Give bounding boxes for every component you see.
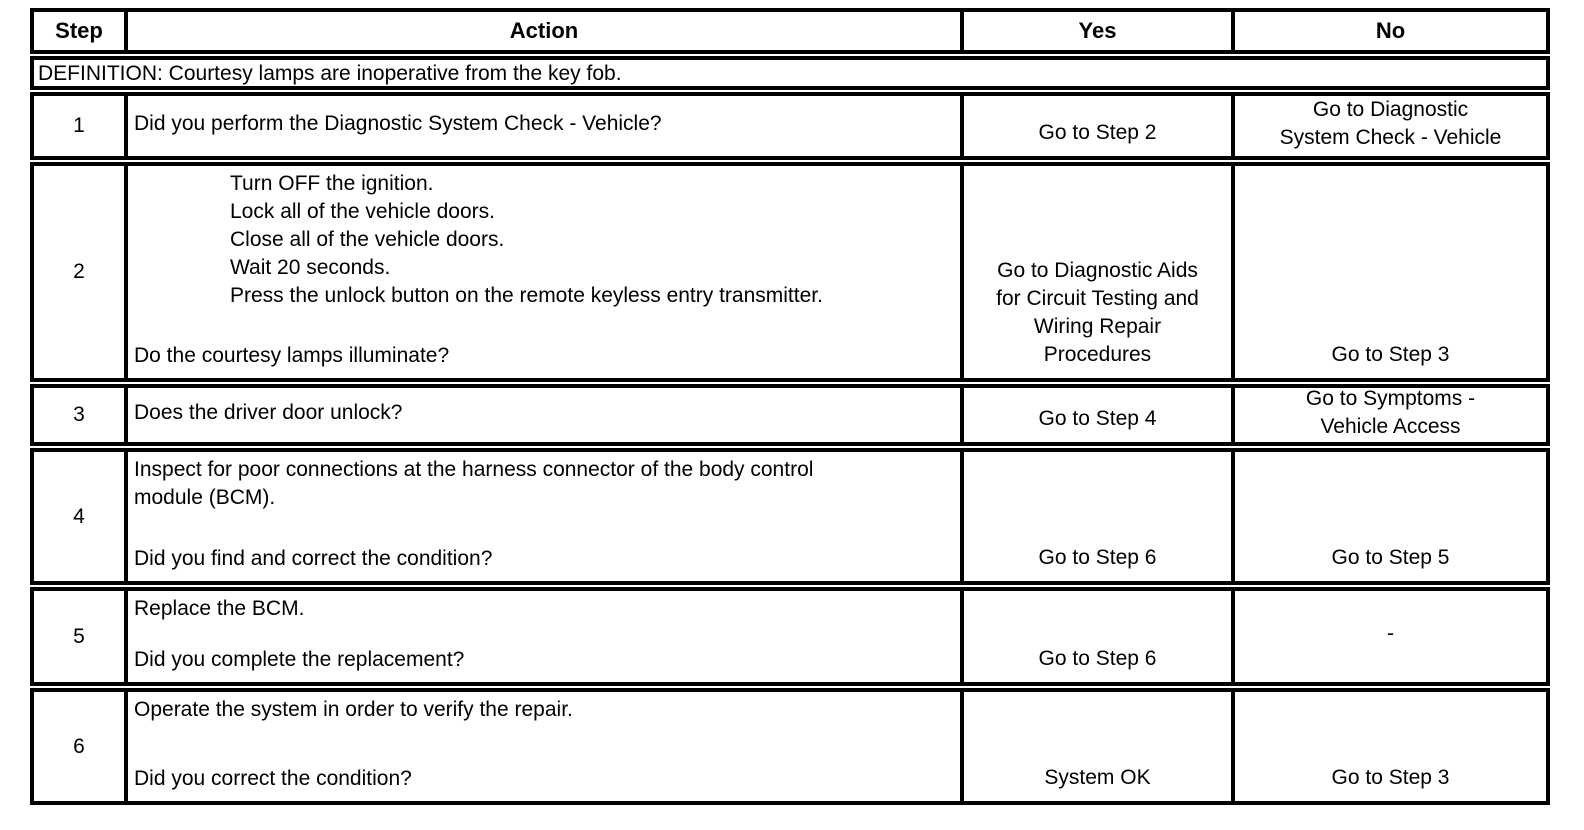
step-number: 4 xyxy=(34,452,128,581)
instruction-line: Lock all of the vehicle doors. xyxy=(230,200,495,223)
instruction-line: Inspect for poor connections at the harn… xyxy=(134,458,814,481)
action-cell: Turn OFF the ignition. Lock all of the v… xyxy=(128,166,964,378)
no-cell-line: System Check - Vehicle xyxy=(1279,125,1502,149)
action-cell: Inspect for poor connections at the harn… xyxy=(128,452,964,581)
action-question: Did you find and correct the condition? xyxy=(134,547,493,570)
yes-cell: System OK xyxy=(964,692,1235,801)
no-cell: Go to Step 3 xyxy=(1235,166,1546,378)
step-number: 5 xyxy=(34,591,128,682)
step-number: 2 xyxy=(34,166,128,378)
action-cell: Does the driver door unlock? xyxy=(128,388,964,442)
step-number: 3 xyxy=(34,388,128,442)
action-question: Did you perform the Diagnostic System Ch… xyxy=(134,112,662,135)
step-row-3: 3 Does the driver door unlock? Go to Ste… xyxy=(30,384,1550,446)
instruction-line: Close all of the vehicle doors. xyxy=(230,228,505,251)
action-question: Did you correct the condition? xyxy=(134,767,412,790)
diagnostic-table: Step Action Yes No DEFINITION: Courtesy … xyxy=(30,8,1550,807)
instruction-line: Press the unlock button on the remote ke… xyxy=(230,284,823,307)
no-cell-line: Vehicle Access xyxy=(1320,414,1461,438)
no-cell-line: Go to Step 3 xyxy=(1331,343,1450,366)
instruction-list: Turn OFF the ignition. Lock all of the v… xyxy=(134,170,954,310)
no-cell-line: - xyxy=(1387,622,1394,645)
no-cell: Go to Step 5 xyxy=(1235,452,1546,581)
step-number: 1 xyxy=(34,96,128,156)
yes-cell: Go to Step 2 xyxy=(964,96,1235,156)
column-header-step: Step xyxy=(34,12,128,50)
no-cell-line: Go to Step 3 xyxy=(1331,766,1450,789)
instruction-line: Turn OFF the ignition. xyxy=(230,172,434,195)
no-cell-line: Go to Step 5 xyxy=(1331,546,1450,569)
action-cell: Operate the system in order to verify th… xyxy=(128,692,964,801)
yes-cell-line: Wiring Repair xyxy=(1033,315,1162,338)
step-row-6: 6 Operate the system in order to verify … xyxy=(30,688,1550,805)
action-cell: Did you perform the Diagnostic System Ch… xyxy=(128,96,964,156)
instruction-line: module (BCM). xyxy=(134,486,276,509)
step-row-5: 5 Replace the BCM. Did you complete the … xyxy=(30,587,1550,686)
action-cell: Replace the BCM. Did you complete the re… xyxy=(128,591,964,682)
yes-cell-line: Go to Diagnostic Aids xyxy=(997,259,1198,282)
yes-cell-line: Procedures xyxy=(1043,343,1152,366)
no-cell: Go to Diagnostic System Check - Vehicle xyxy=(1235,96,1546,156)
column-header-yes: Yes xyxy=(964,12,1235,50)
header-row: Step Action Yes No xyxy=(30,8,1550,54)
no-cell: - xyxy=(1235,591,1546,682)
step-row-4: 4 Inspect for poor connections at the ha… xyxy=(30,448,1550,585)
yes-cell-line: System OK xyxy=(1044,766,1151,789)
instruction-line: Operate the system in order to verify th… xyxy=(134,698,573,721)
no-cell: Go to Symptoms - Vehicle Access xyxy=(1235,386,1546,442)
yes-cell-line: Go to Step 4 xyxy=(1038,407,1157,430)
instruction-line: Wait 20 seconds. xyxy=(230,256,391,279)
action-question: Do the courtesy lamps illuminate? xyxy=(134,344,450,367)
yes-cell: Go to Step 6 xyxy=(964,452,1235,581)
yes-cell-line: Go to Step 6 xyxy=(1038,647,1157,670)
column-header-action: Action xyxy=(128,12,964,50)
yes-cell-line: Go to Step 2 xyxy=(1038,121,1157,144)
yes-cell: Go to Diagnostic Aids for Circuit Testin… xyxy=(964,166,1235,378)
step-row-1: 1 Did you perform the Diagnostic System … xyxy=(30,92,1550,160)
instruction-line: Replace the BCM. xyxy=(134,597,305,620)
action-question: Did you complete the replacement? xyxy=(134,648,465,671)
column-header-no: No xyxy=(1375,18,1406,43)
step-row-2: 2 Turn OFF the ignition. Lock all of the… xyxy=(30,162,1550,382)
step-number: 6 xyxy=(34,692,128,801)
no-cell-line: Go to Diagnostic xyxy=(1312,97,1469,121)
no-cell-line: Go to Symptoms - xyxy=(1305,386,1476,410)
definition-text: DEFINITION: Courtesy lamps are inoperati… xyxy=(38,61,622,85)
yes-cell: Go to Step 6 xyxy=(964,591,1235,682)
instruction-list: Inspect for poor connections at the harn… xyxy=(134,456,954,512)
definition-row: DEFINITION: Courtesy lamps are inoperati… xyxy=(30,56,1550,90)
yes-cell: Go to Step 4 xyxy=(964,388,1235,442)
yes-cell-line: for Circuit Testing and xyxy=(996,287,1199,310)
no-cell: Go to Step 3 xyxy=(1235,692,1546,801)
yes-cell-line: Go to Step 6 xyxy=(1038,546,1157,569)
action-question: Does the driver door unlock? xyxy=(134,401,403,424)
